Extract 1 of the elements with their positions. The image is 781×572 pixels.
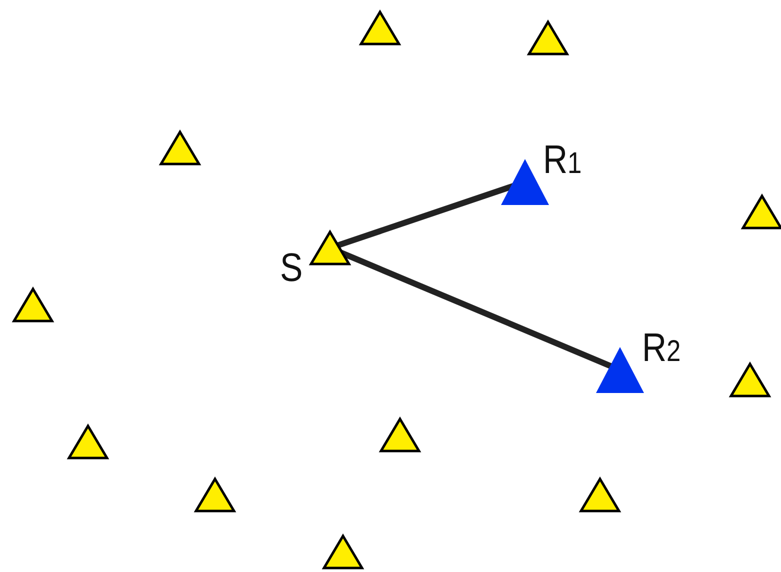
node-label: S [280,248,303,288]
